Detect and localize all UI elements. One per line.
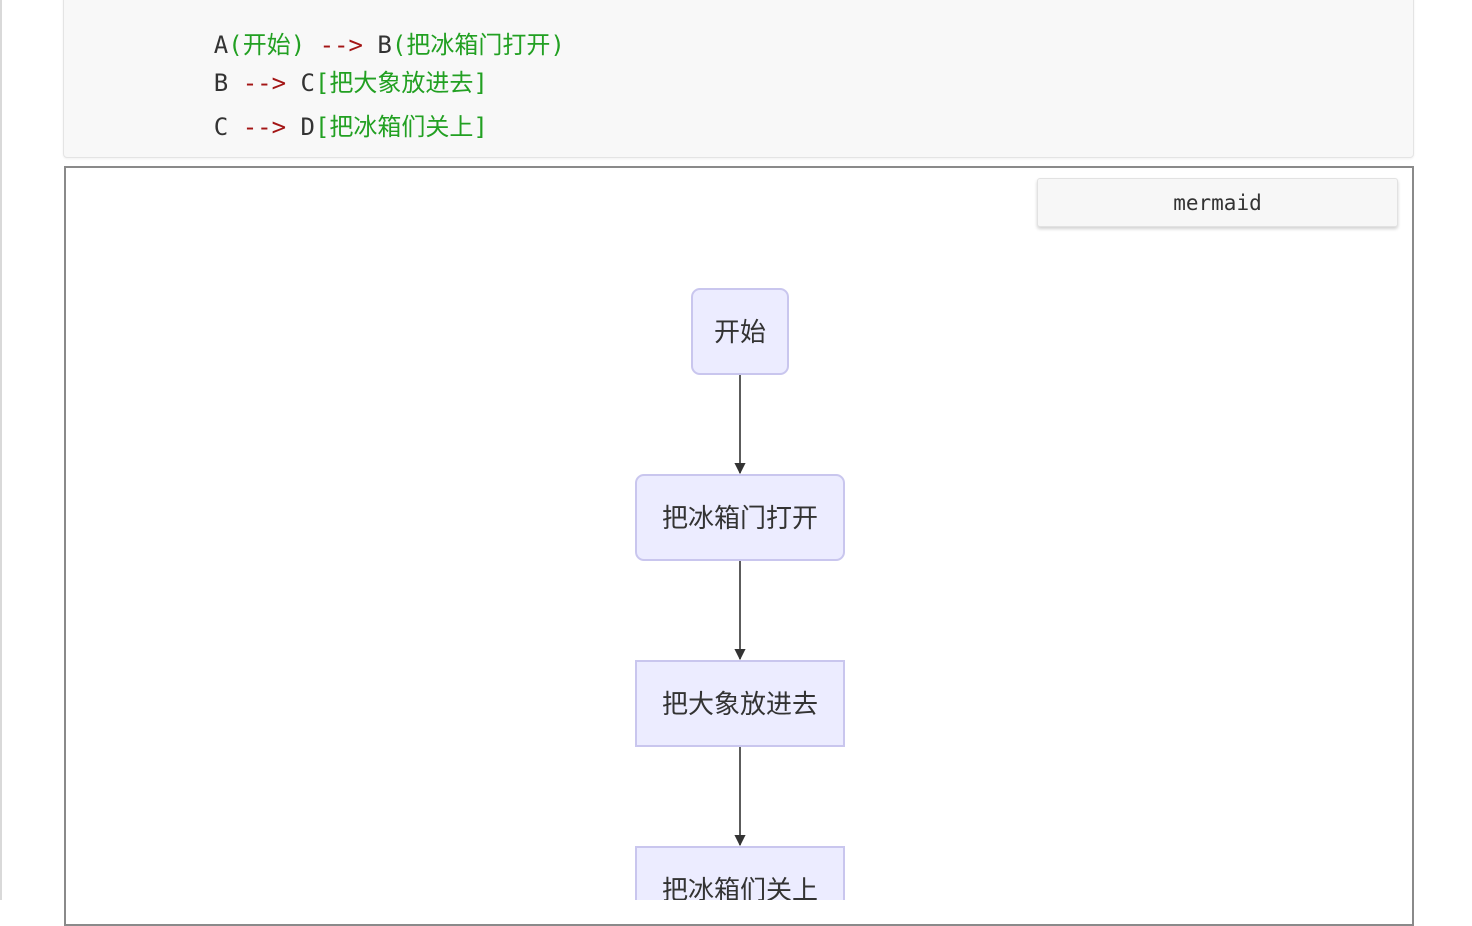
flowchart: 开始 把冰箱门打开 把大象放进去 把冰箱们关上 [635, 288, 845, 900]
flow-node-close-fridge[interactable]: 把冰箱们关上 [635, 846, 845, 900]
code-node-id: B [213, 69, 229, 97]
code-node-id: A [213, 31, 229, 59]
code-node-label: 开始 [242, 31, 291, 59]
flow-node-start[interactable]: 开始 [691, 288, 789, 375]
code-bracket: ] [473, 69, 488, 97]
page-left-edge [0, 0, 2, 900]
flow-node-open-fridge[interactable]: 把冰箱门打开 [635, 474, 845, 561]
code-node-label: 把大象放进去 [329, 69, 474, 97]
code-bracket: ] [473, 113, 488, 141]
flow-node-put-elephant[interactable]: 把大象放进去 [635, 660, 845, 747]
code-line: A(开始) --> B(把冰箱门打开) [156, 0, 565, 59]
code-node-id: C [300, 69, 315, 97]
code-line: C --> D[把冰箱们关上] [156, 61, 488, 141]
code-bracket: [ [314, 113, 330, 141]
code-arrow: --> [242, 69, 287, 97]
code-line: B --> C[把大象放进去] [156, 17, 488, 97]
flow-node-label: 把冰箱们关上 [662, 876, 818, 900]
code-node-id: D [300, 113, 315, 141]
code-bracket: ( [391, 31, 407, 59]
language-badge[interactable]: mermaid [1037, 178, 1398, 227]
code-node-label: 把冰箱门打开 [406, 31, 551, 59]
flow-node-label: 把大象放进去 [662, 690, 818, 720]
code-arrow: --> [242, 113, 287, 141]
flow-node-label: 把冰箱门打开 [662, 504, 818, 534]
code-block[interactable]: A(开始) --> B(把冰箱门打开) B --> C[把大象放进去] C --… [63, 0, 1414, 158]
code-bracket: ) [290, 31, 306, 59]
code-node-label: 把冰箱们关上 [329, 113, 474, 141]
code-arrow: --> [319, 31, 363, 59]
code-bracket: [ [314, 69, 330, 97]
code-node-id: B [377, 31, 392, 59]
code-node-id: C [213, 113, 229, 141]
code-bracket: ) [550, 31, 565, 59]
flow-node-label: 开始 [714, 318, 766, 348]
code-bracket: ( [228, 31, 243, 59]
